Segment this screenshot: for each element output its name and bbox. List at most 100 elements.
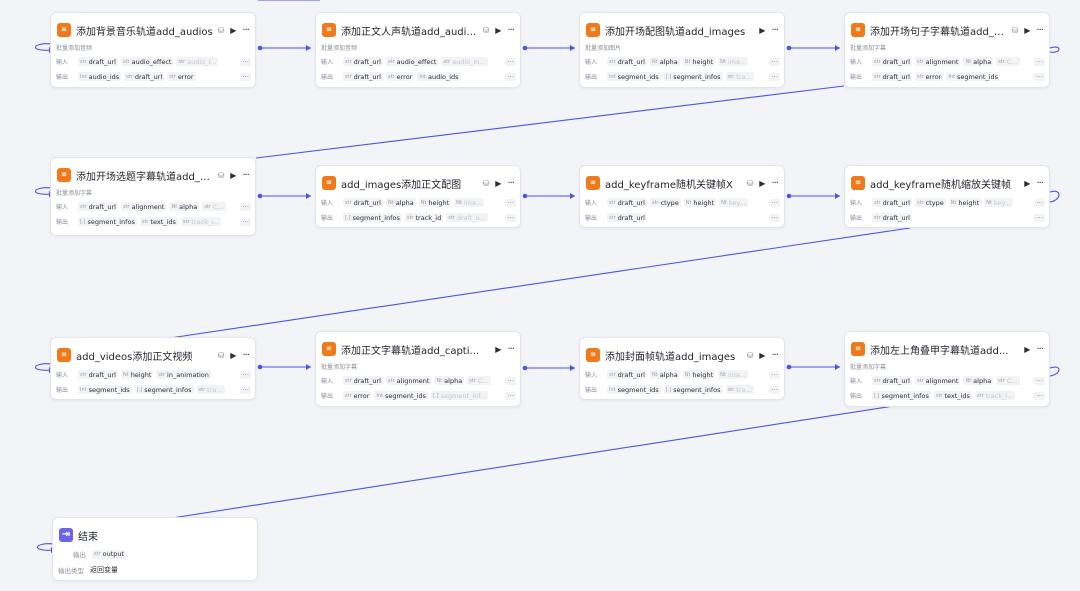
more-icon[interactable]: ··· xyxy=(242,169,249,181)
more-params-icon[interactable]: ··· xyxy=(1034,391,1045,400)
more-icon[interactable]: ··· xyxy=(771,24,778,36)
more-icon[interactable]: ··· xyxy=(1036,24,1043,36)
node-title: 添加正文人声轨道add_audio... xyxy=(341,26,480,38)
connection-port[interactable] xyxy=(257,45,263,51)
param-name: ima... xyxy=(727,370,747,379)
end-icon: ⇥ xyxy=(59,528,73,542)
node-header: ⌗添加左上角叠甲字幕轨道add...▶··· xyxy=(851,340,1044,358)
more-params-icon[interactable]: ··· xyxy=(240,57,251,66)
more-params-icon[interactable]: ··· xyxy=(505,57,516,66)
more-params-icon[interactable]: ··· xyxy=(769,385,780,394)
connection-port[interactable] xyxy=(786,193,792,199)
plugin-icon: ⌗ xyxy=(586,348,600,362)
more-params-icon[interactable]: ··· xyxy=(240,217,251,226)
more-params-icon[interactable]: ··· xyxy=(505,391,516,400)
run-icon[interactable]: ▶ xyxy=(1024,178,1031,188)
more-params-icon[interactable]: ··· xyxy=(1034,376,1045,385)
input-label: 输入 xyxy=(56,204,69,211)
more-params-icon[interactable]: ··· xyxy=(769,213,780,222)
more-params-icon[interactable]: ··· xyxy=(505,376,516,385)
more-params-icon[interactable]: ··· xyxy=(1034,213,1045,222)
param-type: str xyxy=(169,73,176,80)
param-name: segment_infos xyxy=(352,213,400,222)
run-icon[interactable]: ▶ xyxy=(759,350,766,360)
more-params-icon[interactable]: ··· xyxy=(505,213,516,222)
param-name: draft_url xyxy=(88,202,116,211)
more-params-icon[interactable]: ··· xyxy=(240,385,251,394)
run-icon[interactable]: ▶ xyxy=(495,178,502,188)
connection-port[interactable] xyxy=(786,45,792,51)
param-type: str xyxy=(198,386,206,393)
more-params-icon[interactable]: ··· xyxy=(240,202,251,211)
more-icon[interactable]: ··· xyxy=(507,177,514,189)
more-icon[interactable]: ··· xyxy=(507,343,514,355)
more-params-icon[interactable]: ··· xyxy=(769,72,780,81)
param-name: ctype xyxy=(660,198,679,207)
run-icon[interactable]: ▶ xyxy=(759,25,766,35)
more-params-icon[interactable]: ··· xyxy=(1034,198,1045,207)
connection-port[interactable] xyxy=(257,193,263,199)
connection-port[interactable] xyxy=(522,365,528,371)
connection-port[interactable] xyxy=(786,364,792,370)
connection-port[interactable] xyxy=(522,193,528,199)
connection-port[interactable] xyxy=(257,364,263,370)
run-icon[interactable]: ▶ xyxy=(495,344,502,354)
more-params-icon[interactable]: ··· xyxy=(240,72,251,81)
run-icon[interactable]: ▶ xyxy=(1024,344,1031,354)
run-icon[interactable]: ▶ xyxy=(1024,25,1031,35)
run-icon[interactable]: ▶ xyxy=(230,350,237,360)
param-name: audio_ids xyxy=(88,72,120,81)
more-icon[interactable]: ··· xyxy=(771,349,778,361)
input-label: 输入 xyxy=(850,59,863,66)
more-icon[interactable]: ··· xyxy=(771,177,778,189)
more-params-icon[interactable]: ··· xyxy=(505,72,516,81)
more-icon[interactable]: ··· xyxy=(242,349,249,361)
run-icon[interactable]: ▶ xyxy=(495,25,502,35)
run-icon[interactable]: ▶ xyxy=(230,170,237,180)
more-icon[interactable]: ··· xyxy=(507,24,514,36)
more-params-icon[interactable]: ··· xyxy=(769,370,780,379)
more-params-icon[interactable]: ··· xyxy=(240,370,251,379)
param-type: [.] xyxy=(345,214,351,221)
param-name: audio_i... xyxy=(187,57,217,66)
input-label: 输入 xyxy=(850,378,863,385)
more-icon[interactable]: ··· xyxy=(242,24,249,36)
param-name: C... xyxy=(477,376,489,385)
more-params-icon[interactable]: ··· xyxy=(1034,72,1045,81)
param-type: Nt xyxy=(684,371,691,378)
param-name: audio_effect xyxy=(396,57,437,66)
more-params-icon[interactable]: ··· xyxy=(769,198,780,207)
more-icon[interactable]: ··· xyxy=(1036,177,1043,189)
more-params-icon[interactable]: ··· xyxy=(769,57,780,66)
more-params-icon[interactable]: ··· xyxy=(1034,57,1045,66)
run-icon[interactable]: ▶ xyxy=(230,25,237,35)
input-label: 输入 xyxy=(56,59,69,66)
param-type: str xyxy=(94,551,101,557)
run-icon[interactable]: ▶ xyxy=(759,178,766,188)
edge-arrowhead xyxy=(835,364,840,370)
more-icon[interactable]: ··· xyxy=(1036,343,1043,355)
param-name: text_ids xyxy=(150,217,176,226)
node-description: 批量添加图片 xyxy=(585,45,622,52)
edge-arrowhead xyxy=(570,45,575,51)
more-params-icon[interactable]: ··· xyxy=(505,198,516,207)
connection-port[interactable] xyxy=(522,45,528,51)
param-type: Int xyxy=(419,73,426,80)
